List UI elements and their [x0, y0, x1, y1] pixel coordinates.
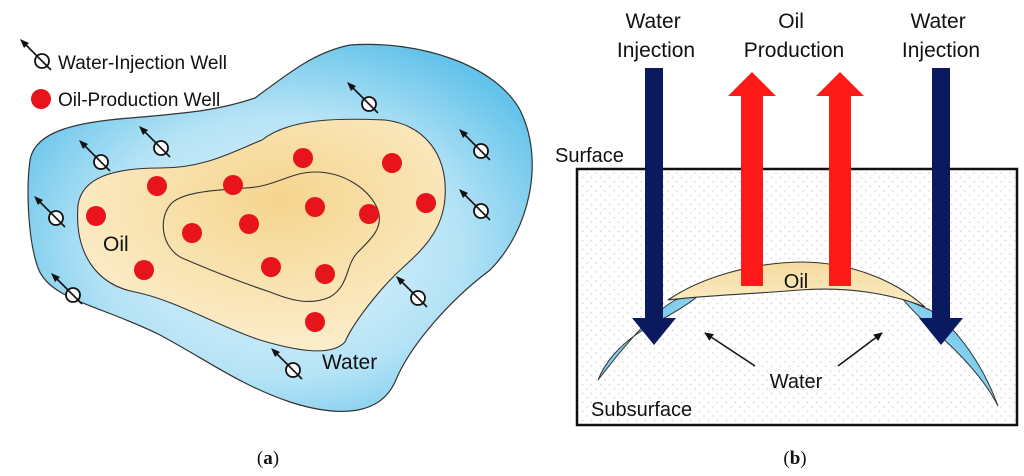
production-well — [147, 176, 167, 196]
injection-arrow-right — [919, 68, 963, 345]
oil-production-label: Oil Production — [744, 10, 844, 62]
water-injection-right-label: Water Injection — [902, 10, 980, 62]
production-well — [305, 197, 325, 217]
water-wedge-left — [597, 291, 704, 381]
legend-production-label: Oil-Production Well — [58, 90, 220, 111]
panel-b: Water Injection Oil Production Water Inj… — [555, 10, 1019, 469]
production-well — [382, 153, 402, 173]
caption-b: (b) — [783, 448, 806, 469]
production-well — [359, 204, 379, 224]
production-arrow-left — [728, 72, 776, 286]
production-well — [134, 260, 154, 280]
production-arrow-right — [816, 72, 864, 286]
injection-arrow-left — [632, 68, 676, 345]
water-injection-left-label: Water Injection — [617, 10, 695, 62]
production-wells — [86, 148, 436, 332]
legend-injection-well-icon — [19, 38, 52, 71]
oil-region — [77, 118, 446, 352]
production-well — [182, 223, 202, 243]
production-well — [261, 257, 281, 277]
water-wedge-right — [900, 296, 999, 407]
surface-label: Surface — [555, 145, 624, 167]
production-well — [416, 193, 436, 213]
subsurface-label: Subsurface — [591, 399, 692, 421]
oil-label: Oil — [103, 233, 129, 256]
caption-a: (a) — [257, 448, 279, 469]
oil-lens-label: Oil — [784, 271, 808, 293]
water-pointer-right — [837, 332, 883, 367]
water-label: Water — [322, 351, 377, 374]
production-well — [223, 175, 243, 195]
legend-injection-label: Water-Injection Well — [58, 53, 227, 74]
production-well — [315, 264, 335, 284]
water-pointer-left — [704, 332, 756, 367]
legend-production-well-icon — [31, 89, 51, 109]
production-well — [239, 214, 259, 234]
legend: Water-Injection Well Oil-Production Well — [19, 38, 227, 111]
production-well — [86, 206, 106, 226]
production-well — [293, 148, 313, 168]
water-label-b: Water — [770, 371, 823, 393]
oil-core-contour — [162, 171, 380, 303]
production-well — [305, 312, 325, 332]
panel-a: Water-Injection Well Oil-Production Well… — [19, 38, 533, 469]
